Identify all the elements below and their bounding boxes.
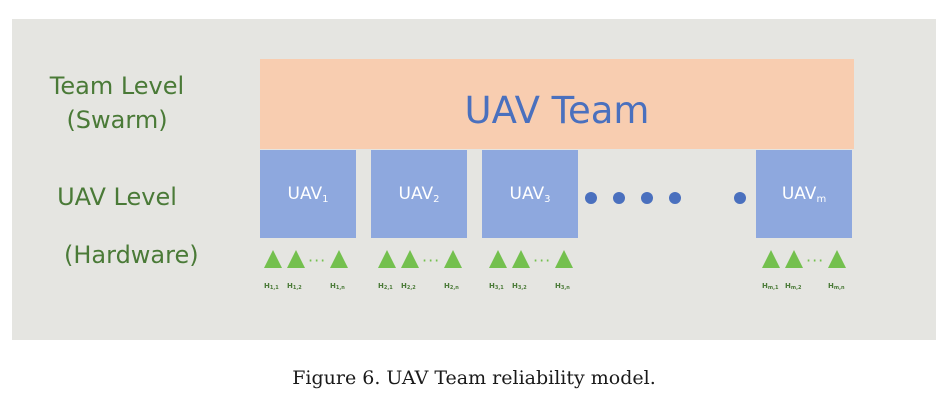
hardware-triangle-icon: [287, 250, 305, 268]
hardware-ellipsis: ···: [422, 251, 441, 270]
hardware-label: H3,2: [512, 282, 527, 291]
team-level-line1: Team Level: [49, 72, 185, 100]
hardware-label: H2,n: [444, 282, 459, 291]
ellipsis-dot: [641, 192, 653, 204]
uav-1-subscript: 1: [322, 194, 329, 205]
uav-team-box: UAV Team: [260, 59, 854, 149]
hardware-label: H3,1: [489, 282, 504, 291]
ellipsis-dot: [585, 192, 597, 204]
hardware-label: H2,1: [378, 282, 393, 291]
uav-level-label: UAV Level: [57, 183, 177, 211]
hardware-triangle-icon: [785, 250, 803, 268]
hardware-label: Hm,n: [828, 282, 845, 291]
hardware-label: H1,n: [330, 282, 345, 291]
hardware-triangle-icon: [401, 250, 419, 268]
hardware-ellipsis: ···: [806, 251, 825, 270]
ellipsis-dot: [669, 192, 681, 204]
hardware-ellipsis: ···: [533, 251, 552, 270]
team-level-label: Team Level (Swarm): [42, 69, 192, 137]
uav-3-label: UAV: [509, 184, 545, 204]
hardware-triangle-icon: [512, 250, 530, 268]
uav-m-label: UAV: [781, 184, 817, 204]
uav-2-label: UAV: [398, 184, 434, 204]
uav-box-1: UAV1: [260, 150, 356, 238]
hardware-triangle-icon: [444, 250, 462, 268]
hardware-triangle-icon: [378, 250, 396, 268]
hardware-triangle-icon: [489, 250, 507, 268]
uav-box-m: UAVm: [756, 150, 852, 238]
uav-m-subscript: m: [816, 194, 827, 205]
ellipsis-dot: [613, 192, 625, 204]
hardware-label: H1,1: [264, 282, 279, 291]
hardware-label: Hm,2: [785, 282, 802, 291]
hardware-ellipsis: ···: [308, 251, 327, 270]
hardware-label: Hm,1: [762, 282, 779, 291]
hardware-label: H3,n: [555, 282, 570, 291]
uav-3-subscript: 3: [544, 194, 551, 205]
uav-team-label: UAV Team: [464, 89, 650, 132]
hardware-triangle-icon: [330, 250, 348, 268]
hardware-triangle-icon: [555, 250, 573, 268]
hardware-triangle-icon: [828, 250, 846, 268]
uav-1-label: UAV: [287, 184, 323, 204]
uav-box-2: UAV2: [371, 150, 467, 238]
hardware-triangle-icon: [762, 250, 780, 268]
hardware-level-label: (Hardware): [64, 241, 199, 269]
hardware-label: H1,2: [287, 282, 302, 291]
ellipsis-dot: [734, 192, 746, 204]
team-level-line2: (Swarm): [66, 106, 168, 134]
uav-box-3: UAV3: [482, 150, 578, 238]
hardware-label: H2,2: [401, 282, 416, 291]
figure-caption: Figure 6. UAV Team reliability model.: [292, 367, 656, 389]
diagram-panel: Team Level (Swarm) UAV Level (Hardware) …: [12, 19, 936, 340]
uav-2-subscript: 2: [433, 194, 440, 205]
hardware-triangle-icon: [264, 250, 282, 268]
